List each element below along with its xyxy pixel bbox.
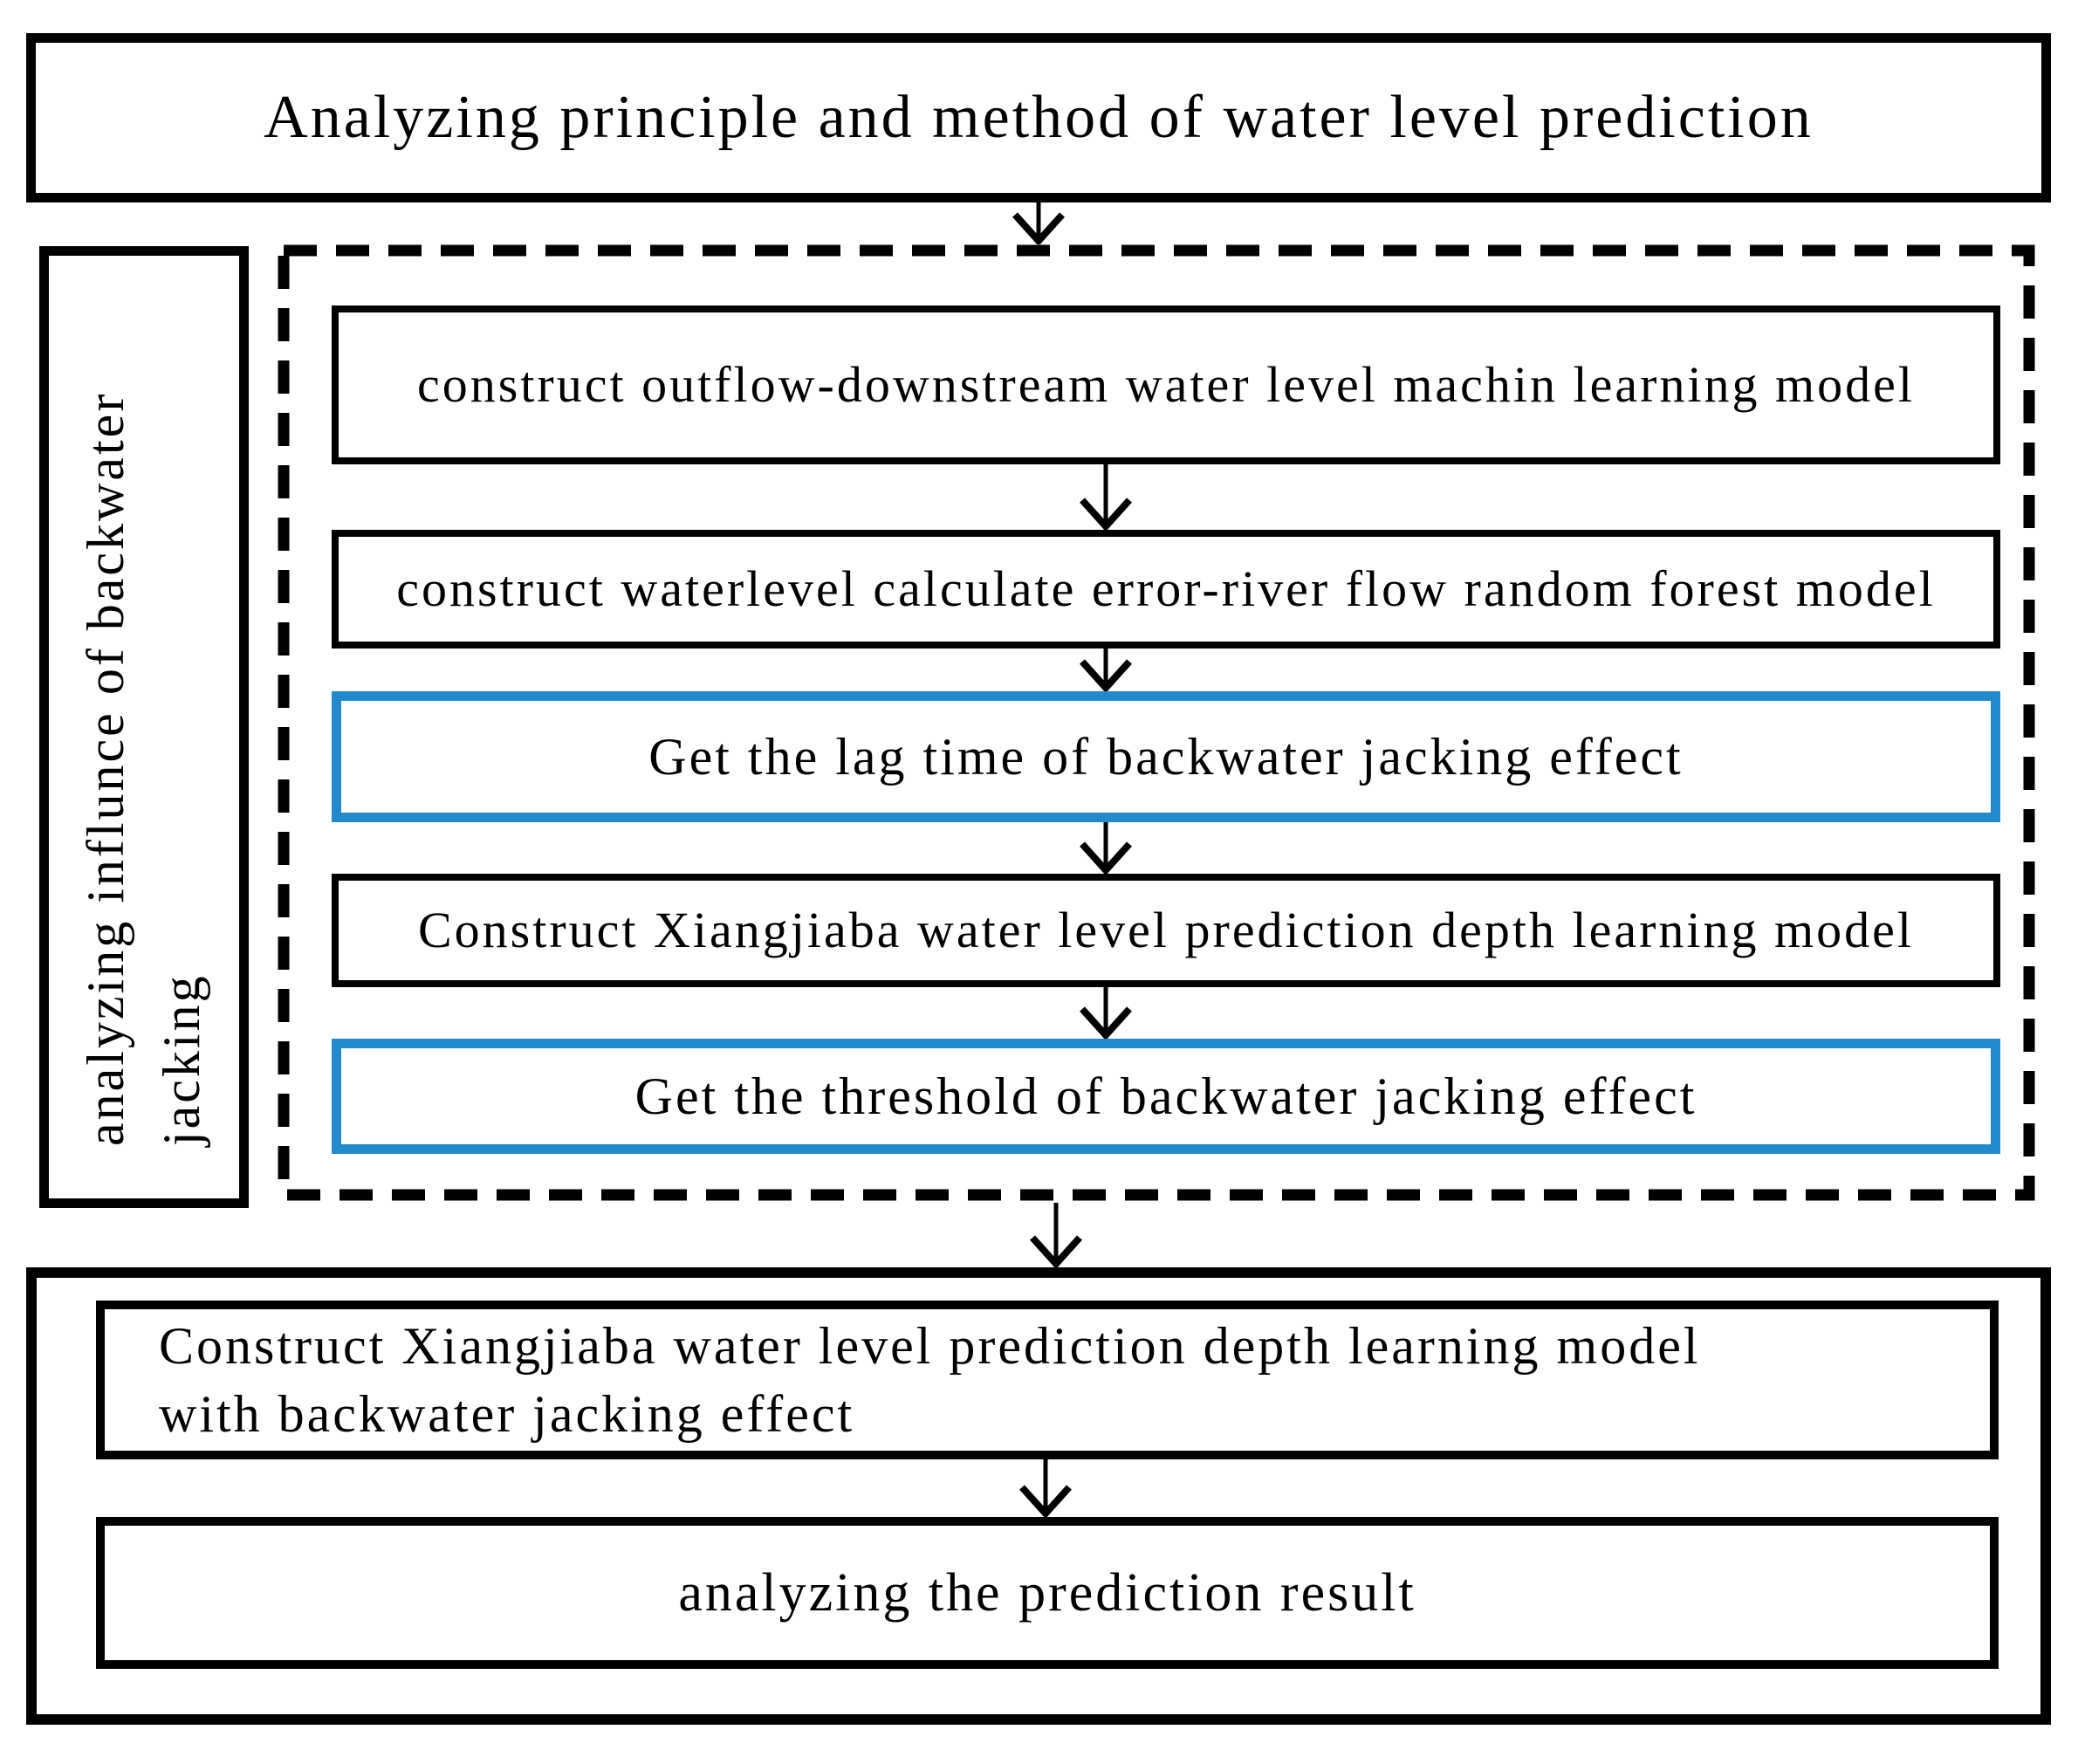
step-label: analyzing the prediction result	[678, 1562, 1416, 1623]
step-label: Construct Xiangjiaba water level predict…	[417, 902, 1915, 959]
flow-arrow-title-to-group	[1012, 202, 1065, 244]
flow-arrow-step3-step4	[1080, 822, 1132, 874]
side-group-box: analyzing influnce of backwater jacking	[39, 246, 249, 1208]
flow-arrow-group-to-results	[1030, 1203, 1082, 1267]
step-label: construct outflow-downstream water level…	[416, 356, 1916, 414]
flow-arrow-final-to-analyze	[1019, 1459, 1072, 1517]
step-box-final-model: Construct Xiangjiaba water level predict…	[96, 1301, 1999, 1459]
step-box-random-forest-model: construct waterlevel calculate error-riv…	[332, 530, 2000, 649]
flow-arrow-step2-step3	[1080, 649, 1132, 691]
step-box-outflow-ml-model: construct outflow-downstream water level…	[332, 305, 2000, 464]
step-label: Get the threshold of backwater jacking e…	[634, 1067, 1697, 1125]
step-box-analyze-result: analyzing the prediction result	[96, 1517, 1999, 1669]
step-label: construct waterlevel calculate error-riv…	[396, 560, 1936, 618]
step-label: Construct Xiangjiaba water level predict…	[159, 1317, 1701, 1443]
step-box-lag-time: Get the lag time of backwater jacking ef…	[332, 691, 2000, 822]
step-box-threshold: Get the threshold of backwater jacking e…	[332, 1039, 2000, 1154]
step-box-depth-learning-model: Construct Xiangjiaba water level predict…	[332, 874, 2000, 987]
step-label: Get the lag time of backwater jacking ef…	[648, 728, 1684, 786]
flow-arrow-step1-step2	[1080, 464, 1132, 530]
flow-arrow-step4-step5	[1080, 987, 1132, 1039]
title-box: Analyzing principle and method of water …	[26, 33, 2051, 202]
title-box-label: Analyzing principle and method of water …	[264, 84, 1814, 151]
dashed-group-border	[278, 244, 2035, 1201]
side-group-label: analyzing influnce of backwater jacking	[77, 391, 210, 1146]
